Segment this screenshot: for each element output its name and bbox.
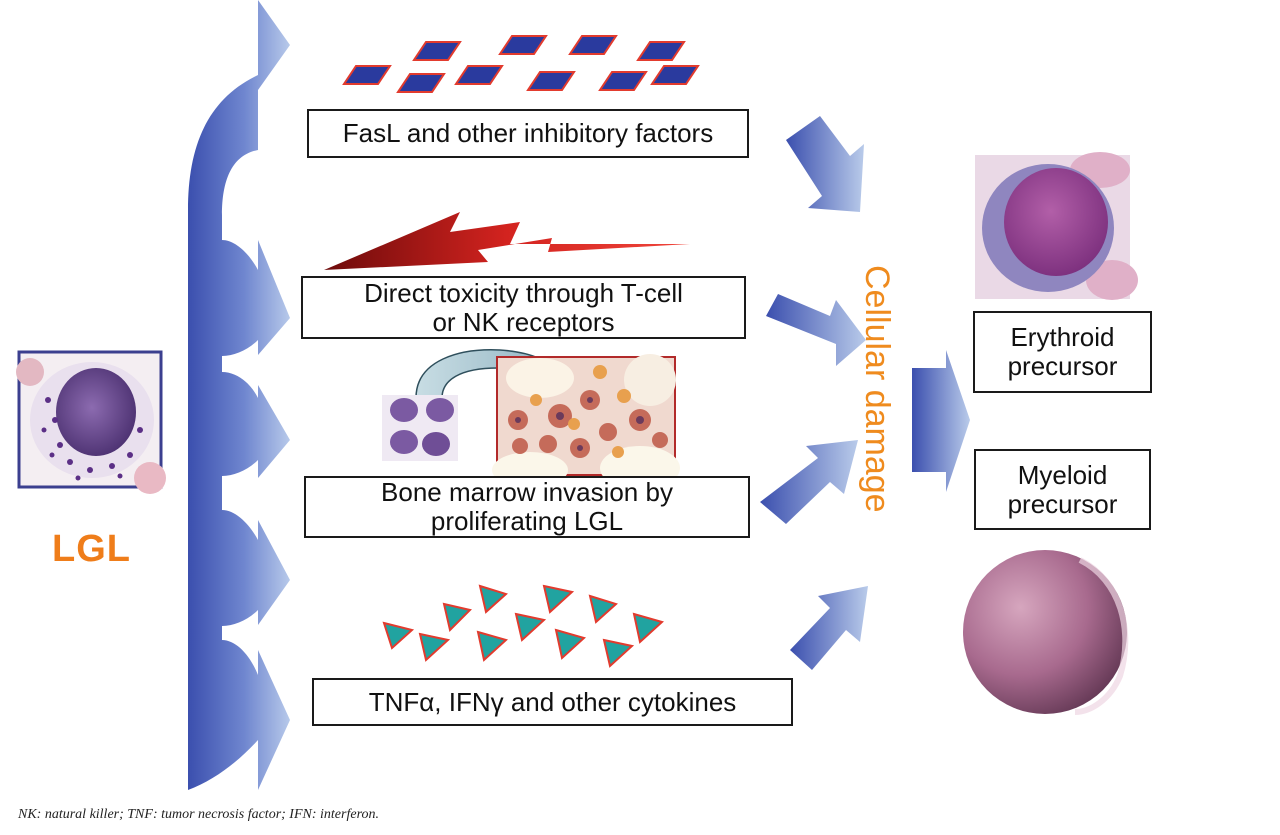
- lgl-cell-icon: [16, 350, 166, 494]
- arrow-fasl-to-damage: [786, 116, 864, 212]
- proliferating-cells-icon: [382, 395, 458, 461]
- myeloid-box: Myeloid precursor: [974, 449, 1151, 530]
- bone-marrow-icon: [492, 354, 680, 490]
- fasl-text: FasL and other inhibitory factors: [342, 118, 714, 148]
- arrow-damage-to-precursors: [912, 350, 970, 492]
- erythroid-cell-icon: [975, 152, 1138, 300]
- arrow-toxicity-to-damage: [766, 294, 866, 366]
- myeloid-text-line1: Myeloid: [1017, 459, 1108, 490]
- inhibitory-factors-icon: [342, 35, 700, 93]
- invasion-box: Bone marrow invasion by proliferating LG…: [304, 476, 750, 538]
- toxicity-box: Direct toxicity through T-cell or NK rec…: [301, 276, 746, 339]
- lightning-icon: [324, 212, 690, 270]
- invasion-text-line2: proliferating LGL: [430, 506, 624, 536]
- invasion-text-line1: Bone marrow invasion by: [381, 477, 673, 507]
- erythroid-text-line2: precursor: [1007, 351, 1118, 381]
- cytokines-icon: [382, 584, 665, 668]
- erythroid-text-line1: Erythroid: [1010, 322, 1115, 352]
- branching-arrow-icon: [188, 0, 290, 790]
- arrow-invasion-to-damage: [760, 440, 858, 524]
- cytokines-box: TNFα, IFNγ and other cytokines: [312, 678, 793, 726]
- toxicity-text-line2: or NK receptors: [432, 306, 615, 337]
- lgl-label: LGL: [52, 528, 131, 570]
- footnote: NK: natural killer; TNF: tumor necrosis …: [18, 807, 379, 822]
- cellular-damage-label: Cellular damage: [858, 265, 896, 513]
- myeloid-cell-icon: [963, 550, 1129, 715]
- cytokines-text: TNFα, IFNγ and other cytokines: [368, 686, 737, 717]
- erythroid-box: Erythroid precursor: [973, 311, 1152, 393]
- myeloid-text-line2: precursor: [1007, 488, 1118, 519]
- toxicity-text-line1: Direct toxicity through T-cell: [364, 277, 683, 308]
- arrow-cytokines-to-damage: [790, 586, 868, 670]
- fasl-box: FasL and other inhibitory factors: [307, 109, 749, 158]
